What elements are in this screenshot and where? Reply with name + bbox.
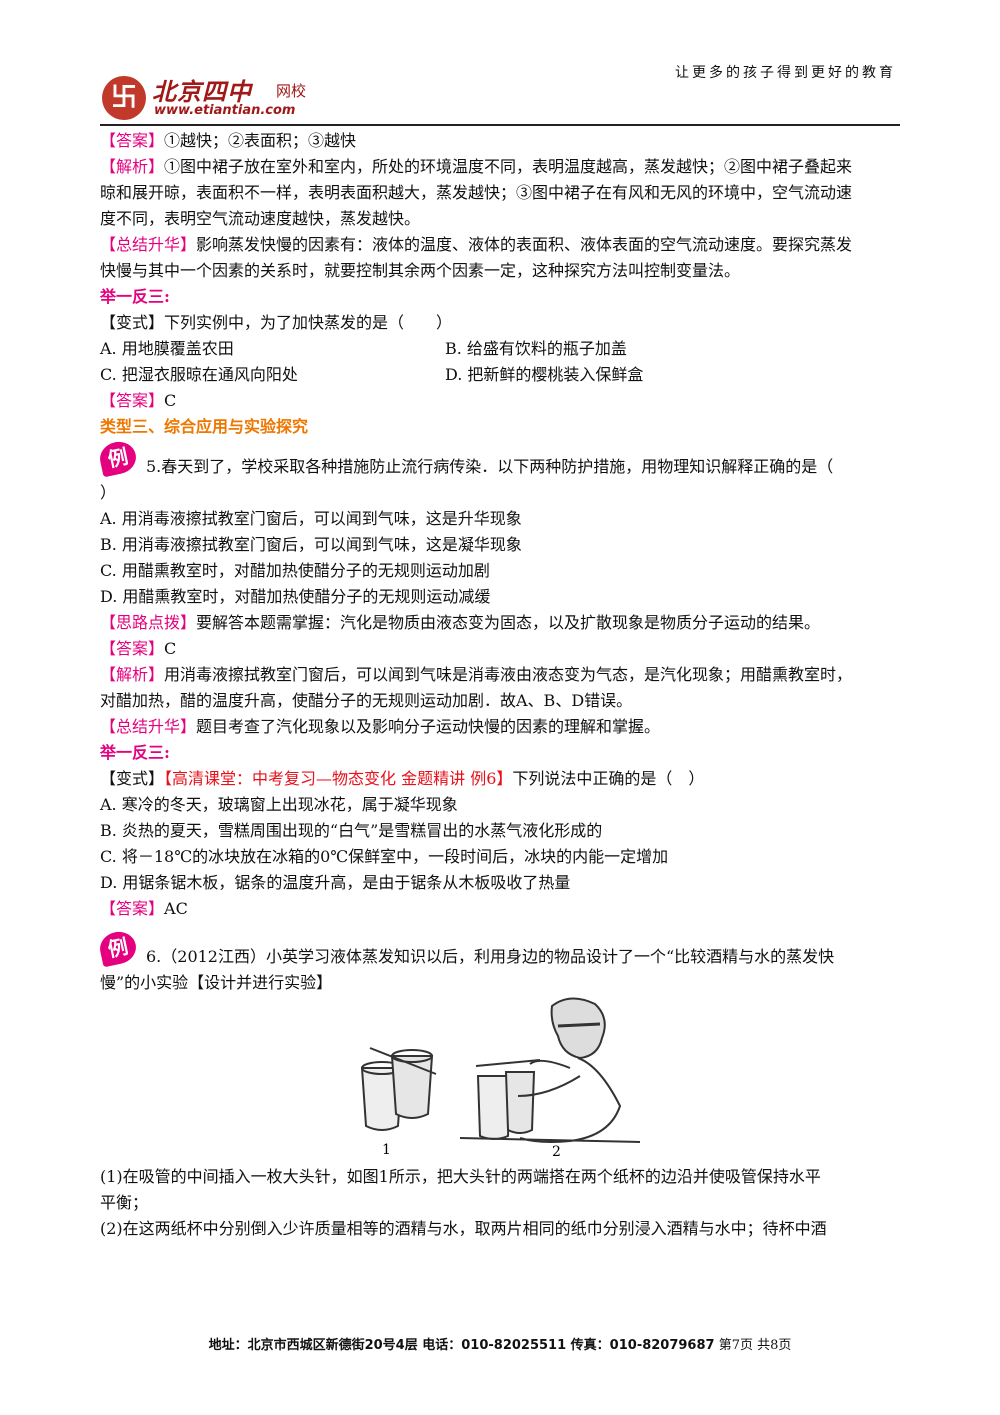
footer-address: 地址：北京市西城区新德街20号4层 电话：010-82025511 传真：010…	[208, 1338, 715, 1353]
analysis-cont-2: 度不同，表明空气流动速度越快，蒸发越快。	[100, 209, 421, 228]
variant-question: 【变式】下列实例中，为了加快蒸发的是（ ）	[100, 313, 453, 332]
step-1-cont: 平衡；	[100, 1193, 149, 1212]
video-reference: 【高清课堂：中考复习—物态变化 金题精讲 例6】	[164, 769, 513, 788]
option-c: C. 把湿衣服晾在通风向阳处	[100, 365, 298, 384]
main-content: 【答案】①越快；②表面积；③越快 【解析】①图中裙子放在室外和室内，所处的环境温…	[97, 128, 900, 1242]
answer-tag: 【答案】	[100, 391, 165, 410]
summary-text: 题目考查了汽化现象以及影响分子运动快慢的因素的理解和掌握。	[196, 717, 661, 736]
experiment-figure: 1 2	[100, 996, 900, 1160]
answer-text: AC	[164, 899, 188, 918]
analysis-tag: 【解析】	[100, 665, 165, 684]
q5-option-b: B. 用消毒液擦拭教室门窗后，可以闻到气味，这是凝华现象	[100, 535, 522, 554]
page-footer: 地址：北京市西城区新德街20号4层 电话：010-82025511 传真：010…	[0, 1334, 1000, 1353]
answer-tag: 【答案】	[100, 639, 165, 658]
answer-line: 【答案】①越快；②表面积；③越快	[100, 128, 900, 154]
hint-line: 【思路点拨】要解答本题需掌握：汽化是物质由液态变为固态，以及扩散现象是物质分子运…	[100, 610, 900, 636]
hint-text: 要解答本题需掌握：汽化是物质由液态变为固态，以及扩散现象是物质分子运动的结果。	[196, 613, 821, 632]
analysis-text: ①图中裙子放在室外和室内，所处的环境温度不同，表明温度越高，蒸发越快；②图中裙子…	[164, 157, 853, 176]
example-5-cont: ）	[100, 483, 117, 502]
analysis-line: 【解析】①图中裙子放在室外和室内，所处的环境温度不同，表明温度越高，蒸发越快；②…	[100, 154, 900, 180]
practice-heading: 举一反三:	[100, 287, 170, 306]
summary-tag: 【总结升华】	[100, 717, 197, 736]
practice-heading-2: 举一反三:	[100, 743, 170, 762]
variant-2-option-d: D. 用锯条锯木板，锯条的温度升高，是由于锯条从木板吸收了热量	[100, 873, 571, 892]
logo-sub: 网校	[276, 82, 307, 100]
summary-tag: 【总结升华】	[100, 235, 197, 254]
analysis-cont-1: 晾和展开晾，表面积不一样，表明表面积越大，蒸发越快；③图中裙子在有风和无风的环境…	[100, 183, 853, 202]
analysis-tag: 【解析】	[100, 157, 165, 176]
option-a: A. 用地膜覆盖农田	[100, 339, 234, 358]
answer-text: C	[164, 639, 177, 658]
summary-cont: 快慢与其中一个因素的关系时，就要控制其余两个因素一定，这种探究方法叫控制变量法。	[100, 261, 741, 280]
answer-tag: 【答案】	[100, 131, 165, 150]
option-b: B. 给盛有饮料的瓶子加盖	[445, 339, 627, 358]
school-logo-icon: 卐	[102, 76, 146, 120]
example-5-text: 5.春天到了，学校采取各种措施防止流行病传染．以下两种防护措施，用物理知识解释正…	[146, 457, 834, 476]
hint-tag: 【思路点拨】	[100, 613, 197, 632]
q5-option-c: C. 用醋熏教室时，对醋加热使醋分子的无规则运动加剧	[100, 561, 490, 580]
q5-option-d: D. 用醋熏教室时，对醋加热使醋分子的无规则运动减缓	[100, 587, 491, 606]
step-2: (2)在这两纸杯中分别倒入少许质量相等的酒精与水，取两片相同的纸巾分别浸入酒精与…	[100, 1219, 827, 1238]
variant-2-answer-line: 【答案】AC	[100, 896, 900, 922]
example-5-line: 例 5.春天到了，学校采取各种措施防止流行病传染．以下两种防护措施，用物理知识解…	[97, 438, 900, 480]
example-6-text: 6.（2012江西）小英学习液体蒸发知识以后，利用身边的物品设计了一个“比较酒精…	[146, 947, 835, 966]
variant-answer-line: 【答案】C	[100, 388, 900, 414]
footer-page-number: 第7页 共8页	[718, 1338, 792, 1353]
answer-tag: 【答案】	[100, 899, 165, 918]
option-d: D. 把新鲜的樱桃装入保鲜盒	[445, 365, 644, 384]
figure-2-label: 2	[552, 1144, 561, 1156]
q5-answer-line: 【答案】C	[100, 636, 900, 662]
variant-2-option-c: C. 将－18℃的冰块放在冰箱的0℃保鲜室中，一段时间后，冰块的内能一定增加	[100, 847, 669, 866]
variant-2-text: 下列说法中正确的是（ ）	[512, 769, 705, 788]
summary-text: 影响蒸发快慢的因素有：液体的温度、液体的表面积、液体表面的空气流动速度。要探究蒸…	[196, 235, 853, 254]
analysis-text: 用消毒液擦拭教室门窗后，可以闻到气味是消毒液由液态变为气态，是汽化现象；用醋熏教…	[164, 665, 853, 684]
header-slogan: 让更多的孩子得到更好的教育	[675, 65, 896, 81]
q5-analysis-line: 【解析】用消毒液擦拭教室门窗后，可以闻到气味是消毒液由液态变为气态，是汽化现象；…	[100, 662, 900, 688]
variant-tag: 【变式】	[100, 769, 165, 788]
page-header: 卐 北京四中 网校 www.etiantian.com 让更多的孩子得到更好的教…	[100, 56, 900, 126]
options-row-1: A. 用地膜覆盖农田 B. 给盛有饮料的瓶子加盖	[100, 336, 900, 362]
answer-text: ①越快；②表面积；③越快	[164, 131, 357, 150]
q5-option-a: A. 用消毒液擦拭教室门窗后，可以闻到气味，这是升华现象	[100, 509, 522, 528]
options-row-2: C. 把湿衣服晾在通风向阳处 D. 把新鲜的樱桃装入保鲜盒	[100, 362, 900, 388]
variant-2-option-a: A. 寒冷的冬天，玻璃窗上出现冰花，属于凝华现象	[100, 795, 458, 814]
variant-2-option-b: B. 炎热的夏天，雪糕周围出现的“白气”是雪糕冒出的水蒸气液化形成的	[100, 821, 603, 840]
q5-analysis-cont: 对醋加热，醋的温度升高，使醋分子的无规则运动加剧．故A、B、D错误。	[100, 691, 633, 710]
summary-line: 【总结升华】影响蒸发快慢的因素有：液体的温度、液体的表面积、液体表面的空气流动速…	[100, 232, 900, 258]
logo-url: www.etiantian.com	[154, 103, 296, 118]
variant-2-question: 【变式】【高清课堂：中考复习—物态变化 金题精讲 例6】下列说法中正确的是（ ）	[100, 766, 900, 792]
q5-summary-line: 【总结升华】题目考查了汽化现象以及影响分子运动快慢的因素的理解和掌握。	[100, 714, 900, 740]
example-6-cont: 慢”的小实验【设计并进行实验】	[100, 973, 333, 992]
answer-text: C	[164, 391, 177, 410]
header-divider	[100, 124, 900, 126]
example-6-line: 例 6.（2012江西）小英学习液体蒸发知识以后，利用身边的物品设计了一个“比较…	[97, 928, 900, 970]
logo-name: 北京四中	[152, 77, 252, 106]
step-1: (1)在吸管的中间插入一枚大头针，如图1所示，把大头针的两端搭在两个纸杯的边沿并…	[100, 1167, 821, 1186]
section-title: 类型三、综合应用与实验探究	[100, 417, 309, 436]
experiment-illustration: 1 2	[360, 997, 641, 1160]
figure-1-label: 1	[382, 1142, 391, 1156]
